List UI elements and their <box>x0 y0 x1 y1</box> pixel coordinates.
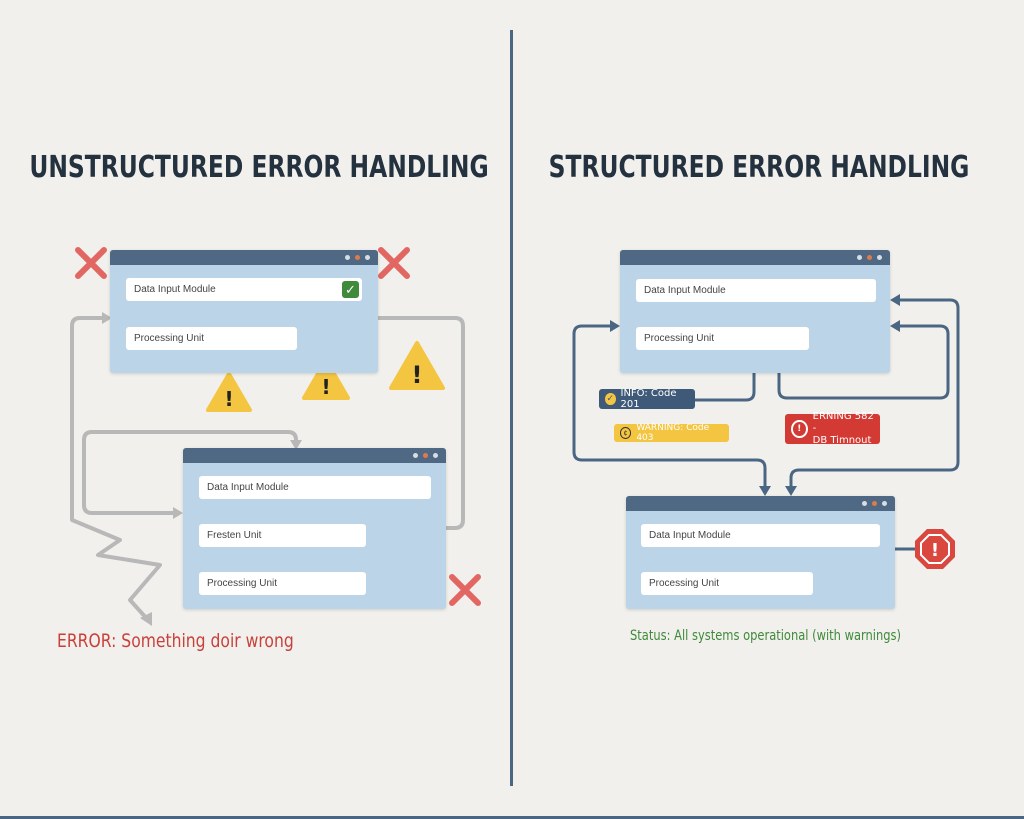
window-titlebar <box>110 250 378 265</box>
right-connectors <box>572 298 960 551</box>
field-processing-unit[interactable]: Processing Unit <box>636 327 809 350</box>
svg-text:!: ! <box>321 375 330 399</box>
error-message: ERROR: Something doir wrong <box>57 630 294 652</box>
right-bottom-window: Data Input Module Processing Unit <box>626 496 895 609</box>
field-processing-unit[interactable]: Processing Unit <box>199 572 366 595</box>
right-title: STRUCTURED ERROR HANDLING <box>548 150 970 185</box>
bottom-border <box>0 816 1024 819</box>
error-octagon-icon: ! <box>915 529 955 569</box>
status-message: Status: All systems operational (with wa… <box>630 628 902 644</box>
field-processing-unit[interactable]: Processing Unit <box>641 572 813 595</box>
warning-badge: ¢ WARNING: Code 403 <box>614 423 729 443</box>
info-badge-text: INFO: Code 201 <box>620 388 677 410</box>
field-data-input-module[interactable]: Data Input Module <box>199 476 431 499</box>
field-data-input-module[interactable]: Data Input Module <box>636 279 876 302</box>
svg-text:!: ! <box>224 387 233 411</box>
info-badge: ✓ INFO: Code 201 <box>599 388 695 410</box>
left-title: UNSTRUCTURED ERROR HANDLING <box>29 150 489 185</box>
field-data-input-module[interactable]: Data Input Module <box>126 278 362 301</box>
svg-text:!: ! <box>931 540 939 561</box>
field-processing-unit[interactable]: Processing Unit <box>126 327 297 350</box>
window-titlebar <box>183 448 446 463</box>
warning-badge-text: WARNING: Code 403 <box>636 423 710 443</box>
error-badge-text-line2: DB Timnout <box>812 435 872 446</box>
field-data-input-module[interactable]: Data Input Module <box>641 524 880 547</box>
error-badge-text-line1: ERNING 582 - <box>812 411 874 434</box>
left-connectors <box>70 316 465 622</box>
check-circle-icon: ✓ <box>605 393 616 405</box>
clock-icon: ¢ <box>620 427 632 439</box>
left-bottom-window: Data Input Module Fresten Unit Processin… <box>183 448 446 609</box>
check-icon: ✓ <box>342 281 359 298</box>
field-fresten-unit[interactable]: Fresten Unit <box>199 524 366 547</box>
window-titlebar <box>626 496 895 511</box>
warning-triangle-icons <box>206 341 445 412</box>
divider <box>510 30 513 786</box>
window-titlebar <box>620 250 890 265</box>
left-top-window: Data Input Module ✓ Processing Unit <box>110 250 378 373</box>
right-top-window: Data Input Module Processing Unit <box>620 250 890 373</box>
svg-text:!: ! <box>412 361 423 389</box>
error-badge: ! ERNING 582 - DB Timnout <box>785 411 880 446</box>
red-x-icons <box>75 247 481 606</box>
error-octagon-icon: ! <box>791 420 808 438</box>
